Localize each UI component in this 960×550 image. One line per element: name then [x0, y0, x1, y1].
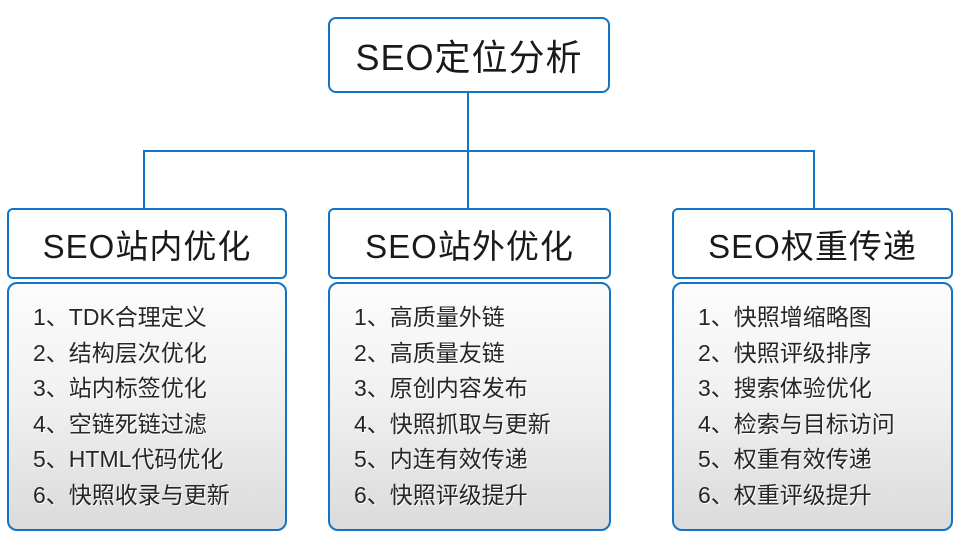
column-header-offsite-optimization: SEO站外优化	[328, 208, 611, 279]
list-item: 1、TDK合理定义	[33, 304, 207, 330]
list-item: 3、原创内容发布	[354, 375, 528, 401]
column-list-weight-transfer: 1、快照增缩略图 2、快照评级排序 3、搜索体验优化 4、检索与目标访问 5、权…	[672, 282, 953, 531]
connector-horizontal-line	[143, 150, 815, 152]
list-item: 6、快照评级提升	[354, 481, 528, 508]
list-item: 4、空链死链过滤	[33, 410, 207, 437]
list-item: 2、快照评级排序	[698, 339, 872, 366]
list-item: 4、快照抓取与更新	[354, 410, 551, 437]
list-item: 3、搜索体验优化	[698, 375, 872, 401]
column-list-offsite-optimization: 1、高质量外链 2、高质量友链 3、原创内容发布 4、快照抓取与更新 5、内连有…	[328, 282, 611, 531]
list-item: 5、权重有效传递	[698, 446, 872, 472]
column-list-onsite-optimization: 1、TDK合理定义 2、结构层次优化 3、站内标签优化 4、空链死链过滤 5、H…	[7, 282, 287, 531]
list-item: 2、结构层次优化	[33, 339, 207, 366]
root-node-seo-positioning-analysis: SEO定位分析	[328, 17, 610, 93]
list-item: 5、HTML代码优化	[33, 446, 224, 472]
list-item: 1、快照增缩略图	[698, 304, 872, 330]
list-item: 3、站内标签优化	[33, 375, 207, 401]
connector-right-vertical-line	[813, 150, 815, 208]
list-item: 5、内连有效传递	[354, 446, 528, 472]
list-item: 6、权重评级提升	[698, 481, 872, 508]
list-item: 2、高质量友链	[354, 339, 505, 366]
connector-left-vertical-line	[143, 150, 145, 208]
column-header-weight-transfer: SEO权重传递	[672, 208, 953, 279]
column-header-onsite-optimization: SEO站内优化	[7, 208, 287, 279]
list-item: 1、高质量外链	[354, 304, 505, 330]
list-item: 6、快照收录与更新	[33, 481, 230, 508]
list-item: 4、检索与目标访问	[698, 410, 895, 437]
